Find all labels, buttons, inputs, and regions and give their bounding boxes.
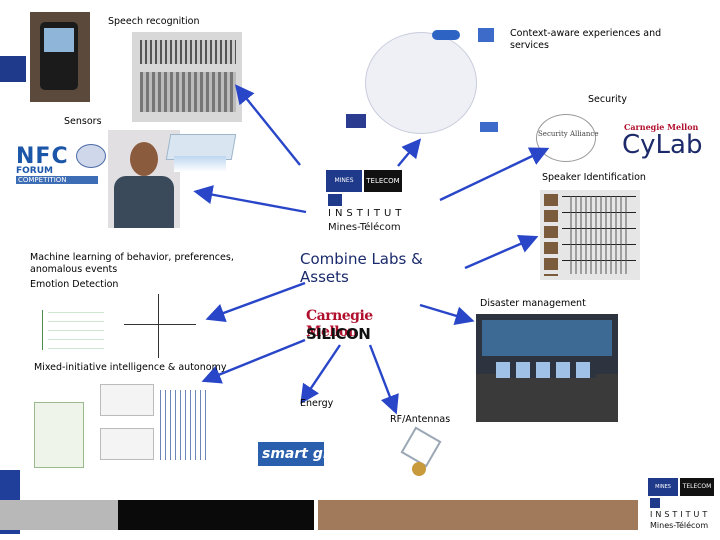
speaker-id-figure: [540, 190, 640, 280]
disaster-control-room-photo: [476, 314, 618, 422]
security-alliance-logo: Security Alliance: [530, 110, 616, 166]
plane-icon: [480, 122, 498, 132]
label-rf-antennas: RF/Antennas: [390, 414, 451, 425]
label-context-aware: Context-aware experiences and services: [510, 28, 662, 51]
label-sensors: Sensors: [64, 116, 102, 127]
smart-grid-logo: smart grid: [230, 414, 366, 500]
label-disaster-management: Disaster management: [480, 298, 586, 309]
emotion-quadrant-figure: [120, 290, 200, 362]
sensor-device-image: [164, 126, 236, 174]
arrow-speaker: [464, 234, 539, 270]
footer-bar-gray: [0, 500, 118, 530]
laptop-icon: [346, 114, 366, 128]
label-security: Security: [588, 94, 628, 105]
label-speaker-identification: Speaker Identification: [542, 172, 646, 183]
label-emotion-detection: Emotion Detection: [30, 279, 119, 290]
arrow-rf: [368, 344, 399, 415]
arrow-sensors: [193, 185, 307, 214]
rf-antenna-photo: [390, 420, 450, 484]
label-mixed-initiative: Mixed-initiative intelligence & autonomy: [34, 362, 227, 373]
mines-telecom-logo: MINES TELECOM INSTITUT Mines-Télécom: [326, 170, 406, 236]
label-machine-learning: Machine learning of behavior, preference…: [30, 252, 234, 275]
arrow-mixed: [201, 338, 306, 384]
footer-bar-black: [118, 500, 314, 530]
mixed-initiative-figure: [30, 380, 216, 472]
footer-bar-brown: [318, 500, 638, 530]
ml-tree-figure: [18, 300, 108, 362]
footer-mines-telecom-logo: MINES TELECOM INSTITUT Mines-Télécom: [648, 478, 716, 534]
cmu-silicon-valley-logo: Carnegie Mellon SILICON VALLEY: [306, 308, 373, 344]
arrow-speech: [234, 84, 301, 166]
arrow-context: [397, 138, 422, 167]
person-photo: [108, 130, 180, 228]
label-speech-recognition: Speech recognition: [108, 16, 200, 27]
device-icon: [478, 28, 494, 42]
arrow-security: [439, 147, 550, 202]
left-accent-bar-top: [0, 56, 26, 82]
label-energy: Energy: [300, 398, 334, 409]
spectrogram-figure: [132, 32, 242, 122]
cylab-logo: Carnegie Mellon CyLab: [622, 122, 703, 160]
center-title: Combine Labs & Assets: [300, 250, 423, 286]
phone-photo: [30, 12, 90, 102]
nfc-forum-logo: NFC FORUM COMPETITION: [16, 140, 108, 188]
arrow-energy: [300, 344, 341, 404]
arrow-disaster: [419, 303, 475, 326]
arrow-ml: [205, 281, 306, 323]
car-icon: [432, 30, 460, 40]
devices-network-figure: [340, 22, 500, 142]
